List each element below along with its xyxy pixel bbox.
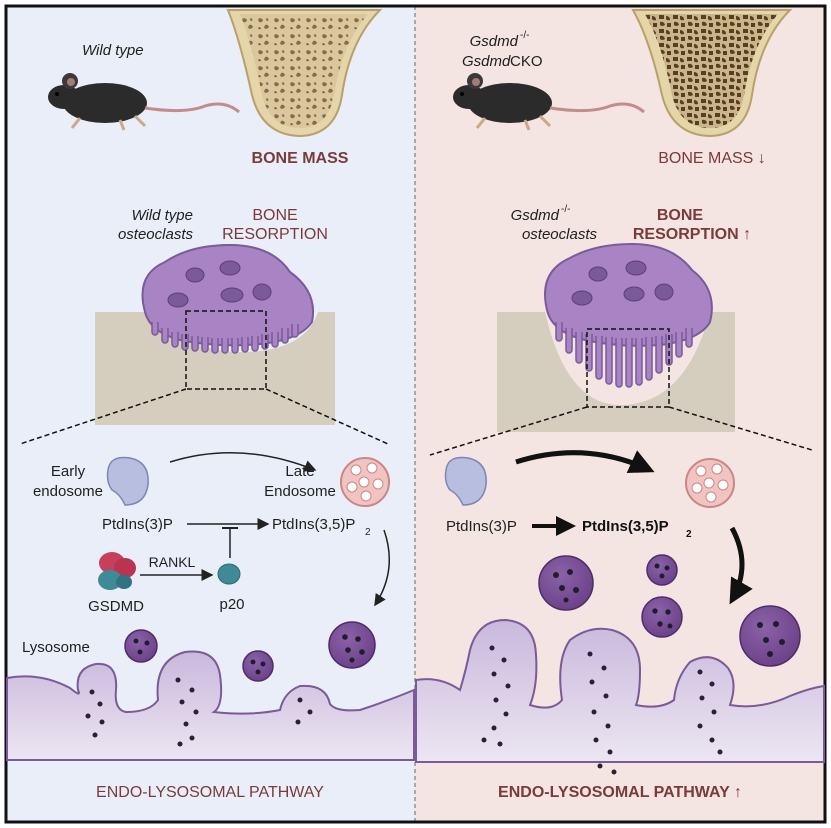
lysosome-right-1 bbox=[538, 555, 594, 611]
ptdins35p2-label-right: PtdIns(3,5)P bbox=[582, 518, 669, 535]
secreted-vesicles-right bbox=[481, 645, 723, 775]
gsdmd-label: GSDMD bbox=[88, 598, 144, 615]
osteoclast-cell-right bbox=[544, 242, 713, 388]
bone-matrix-right bbox=[497, 312, 735, 432]
endosome-maturation-arrow-left bbox=[169, 452, 317, 472]
resorption-label-right-line1: BONE bbox=[657, 207, 704, 224]
late-endosome-icon-left bbox=[340, 457, 390, 507]
p20-label: p20 bbox=[219, 596, 244, 613]
genotype-label-right-line2: Gsdmd bbox=[462, 53, 511, 70]
gsdmd-protein-icon bbox=[98, 552, 136, 590]
early-endosome-icon-right bbox=[444, 456, 487, 506]
zoom-line-left-b bbox=[265, 388, 389, 445]
resorption-label-left-line1: BONE bbox=[252, 207, 297, 224]
bone-matrix-left bbox=[95, 312, 335, 425]
zoom-box-left bbox=[185, 310, 267, 390]
genotype-superscript-right: -/- bbox=[520, 30, 529, 41]
bone-mass-label-left: BONE MASS bbox=[252, 150, 349, 167]
zoom-line-right-b bbox=[668, 406, 813, 451]
lysosome-label: Lysosome bbox=[22, 639, 90, 656]
osteoclasts-label-right-line2: osteoclasts bbox=[522, 226, 598, 243]
bone-mass-label-right: BONE MASS ↓ bbox=[658, 150, 766, 167]
pathway-label-right: ENDO-LYSOSOMAL PATHWAY ↑ bbox=[498, 784, 742, 801]
zoom-box-right bbox=[586, 328, 670, 408]
cell-membrane-right bbox=[415, 618, 825, 763]
bone-cross-section-right bbox=[631, 9, 793, 138]
mouse-icon-left bbox=[48, 73, 240, 131]
genotype-label-left: Wild type bbox=[82, 42, 144, 59]
lysosome-left-1 bbox=[124, 629, 158, 663]
zoom-line-left-a bbox=[19, 388, 187, 445]
p20-fragment-icon bbox=[217, 563, 241, 585]
lysosome-right-3 bbox=[641, 596, 683, 638]
lysosome-right-2 bbox=[646, 554, 678, 586]
lysosome-formation-arrow-left bbox=[374, 529, 391, 607]
ptdins3p-label-left: PtdIns(3)P bbox=[102, 516, 173, 533]
late-endosome-label-line1: Late bbox=[285, 463, 314, 480]
secreted-vesicles-left bbox=[85, 677, 313, 747]
rankl-label: RANKL bbox=[149, 554, 196, 570]
late-endosome-label-line2: Endosome bbox=[264, 483, 336, 500]
bone-cross-section-left bbox=[226, 9, 383, 138]
osteoclasts-label-right-line1: Gsdmd bbox=[511, 207, 560, 224]
early-endosome-label-line1: Early bbox=[51, 463, 86, 480]
lysosome-formation-arrow-right bbox=[729, 526, 753, 605]
outer-frame bbox=[4, 4, 827, 824]
cell-membrane-left bbox=[6, 650, 415, 761]
endosome-maturation-arrow-right bbox=[515, 450, 655, 473]
genotype-label-right-line1: Gsdmd bbox=[470, 33, 519, 50]
lysosome-right-4 bbox=[739, 605, 801, 667]
subscript-2-left: 2 bbox=[365, 527, 371, 538]
ptdins3p-label-right: PtdIns(3)P bbox=[446, 518, 517, 535]
resorption-label-left-line2: RESORPTION bbox=[222, 226, 328, 243]
lysosome-left-2 bbox=[242, 650, 274, 682]
osteoclasts-superscript-right: -/- bbox=[561, 204, 570, 215]
genotype-label-right-cko: CKO bbox=[510, 53, 543, 70]
mouse-icon-right bbox=[453, 73, 645, 131]
pathway-label-left: ENDO-LYSOSOMAL PATHWAY bbox=[96, 784, 324, 801]
lysosome-left-3 bbox=[328, 621, 376, 669]
subscript-2-right: 2 bbox=[686, 529, 692, 540]
zoom-line-right-a bbox=[429, 406, 588, 456]
resorption-label-right-line2: RESORPTION ↑ bbox=[633, 226, 751, 243]
ptdins35p2-label-left: PtdIns(3,5)P bbox=[272, 516, 355, 533]
osteoclasts-label-left-line2: osteoclasts bbox=[118, 226, 194, 243]
early-endosome-label-line2: endosome bbox=[33, 483, 103, 500]
late-endosome-icon-right bbox=[685, 458, 735, 508]
osteoclasts-label-left-line1: Wild type bbox=[131, 207, 193, 224]
early-endosome-icon-left bbox=[106, 456, 149, 506]
